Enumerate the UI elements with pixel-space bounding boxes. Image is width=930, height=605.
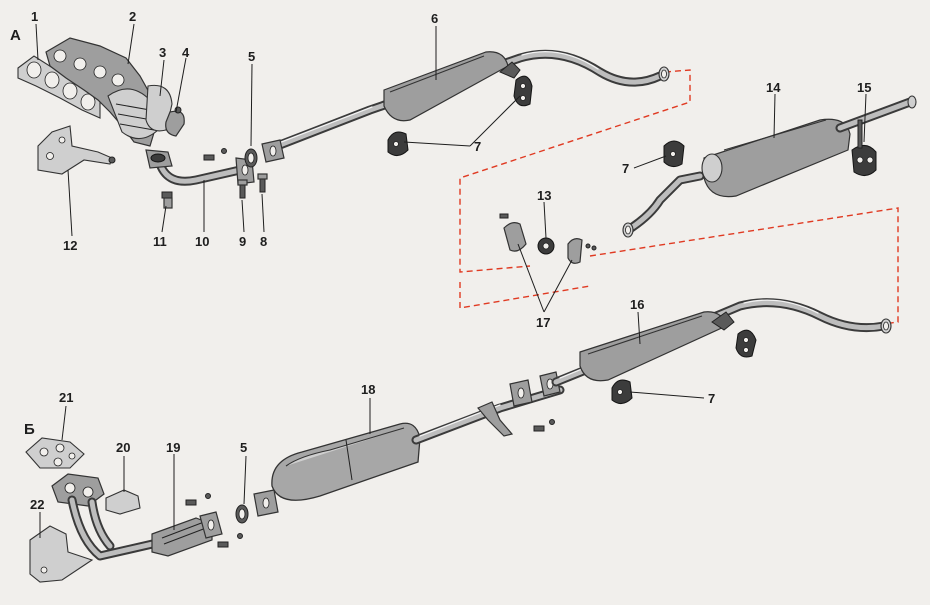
callout-18: 18 bbox=[361, 382, 375, 397]
rubber-hanger-mid bbox=[663, 140, 685, 168]
callout-22: 22 bbox=[30, 497, 44, 512]
callout-3: 3 bbox=[159, 45, 166, 60]
callout-4: 4 bbox=[182, 45, 190, 60]
callout-15: 15 bbox=[857, 80, 871, 95]
rubber-hanger-lower-left bbox=[611, 379, 633, 404]
section-label-a: А bbox=[10, 27, 21, 44]
callout-5-upper: 5 bbox=[248, 49, 255, 64]
leader-lines bbox=[35, 23, 867, 538]
intermediate-pipe-lower bbox=[539, 298, 892, 397]
callout-17: 17 bbox=[536, 315, 550, 330]
rear-muffler bbox=[622, 95, 917, 238]
connector-upper bbox=[459, 69, 691, 273]
connector-lines bbox=[459, 69, 899, 325]
callout-7-lower: 7 bbox=[708, 391, 715, 406]
sealing-ring-lower bbox=[235, 504, 249, 524]
callout-8: 8 bbox=[260, 234, 267, 249]
bolts-set-a bbox=[203, 148, 268, 199]
callout-6: 6 bbox=[431, 11, 438, 26]
callout-12: 12 bbox=[63, 238, 77, 253]
callout-10: 10 bbox=[195, 234, 209, 249]
callout-9: 9 bbox=[239, 234, 246, 249]
bolts-set-b bbox=[185, 419, 555, 548]
catalytic-converter bbox=[253, 379, 565, 517]
callout-14: 14 bbox=[766, 80, 781, 95]
mounting-nut bbox=[161, 191, 173, 209]
section-label-b: Б bbox=[24, 421, 35, 438]
sealing-ring-upper bbox=[244, 148, 258, 168]
callout-21: 21 bbox=[59, 390, 73, 405]
callout-19: 19 bbox=[166, 440, 180, 455]
rubber-hanger-upper-right bbox=[513, 75, 533, 107]
rubber-hanger-upper-left bbox=[387, 131, 409, 156]
callout-7-mid: 7 bbox=[622, 161, 629, 176]
callout-labels: 1 2 3 4 5 6 7 7 8 9 10 11 12 13 14 15 16… bbox=[30, 9, 871, 512]
rear-hanger bbox=[851, 119, 877, 176]
front-pipe-b bbox=[29, 473, 175, 583]
callout-11: 11 bbox=[153, 234, 167, 249]
callout-5-lower: 5 bbox=[240, 440, 247, 455]
callout-20: 20 bbox=[116, 440, 130, 455]
flex-pipe bbox=[151, 511, 223, 557]
manifold-gasket bbox=[17, 55, 101, 119]
intermediate-pipe-resonator bbox=[261, 49, 670, 163]
connector-lower bbox=[459, 207, 899, 325]
clamp-assembly bbox=[499, 213, 597, 264]
front-pipe bbox=[145, 149, 255, 186]
manifold-bracket bbox=[37, 125, 116, 175]
section-b-assembly bbox=[25, 298, 892, 583]
rubber-hanger-lower-right bbox=[735, 329, 757, 358]
heat-shield-b bbox=[105, 489, 141, 515]
callout-16: 16 bbox=[630, 297, 644, 312]
callout-1: 1 bbox=[31, 9, 38, 24]
callout-7-upper: 7 bbox=[474, 139, 481, 154]
callout-2: 2 bbox=[129, 9, 136, 24]
section-a-assembly bbox=[17, 37, 917, 264]
exhaust-manifold bbox=[45, 37, 159, 147]
manifold-gasket-b bbox=[25, 437, 85, 469]
callout-13: 13 bbox=[537, 188, 551, 203]
